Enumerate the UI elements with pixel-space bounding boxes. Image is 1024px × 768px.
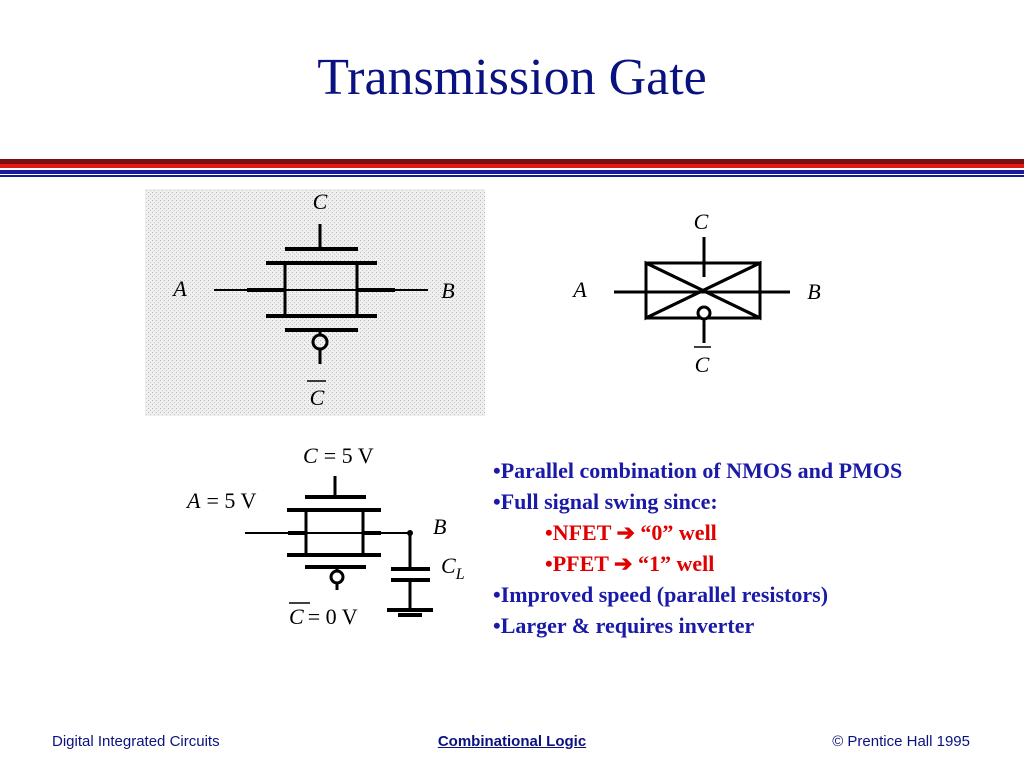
- header-rule-red: [0, 164, 1024, 168]
- layout-label-c-top: C: [313, 189, 328, 214]
- header-rule-blue: [0, 170, 1024, 174]
- bullet-item: •Larger & requires inverter: [493, 613, 755, 638]
- layout-circuit-lines: [214, 224, 428, 382]
- circuit-label-b: B: [433, 514, 446, 539]
- symbol-lines: [614, 237, 790, 348]
- symbol-label-b: B: [807, 279, 820, 304]
- symbol-label-c-top: C: [694, 209, 709, 234]
- layout-label-a: A: [171, 276, 187, 301]
- transmission-gate-symbol: C A B C: [571, 209, 820, 377]
- circuit-label-c-5v: C= 5 V: [303, 443, 374, 468]
- load-capacitor-circuit: C= 5 V A= 5 V B CL C= 0 V: [185, 443, 465, 629]
- layout-label-c-bar: C: [310, 385, 325, 410]
- slide-title: Transmission Gate: [317, 49, 707, 106]
- circuit-label-a-5v: A= 5 V: [185, 488, 256, 513]
- symbol-label-a: A: [571, 277, 587, 302]
- bullet-sub-item: •PFET ➔ “1” well: [545, 551, 715, 576]
- footer-chapter-link[interactable]: Combinational Logic: [437, 733, 587, 750]
- header-rule-gap: [0, 168, 1024, 170]
- bullet-item: •Improved speed (parallel resistors): [493, 582, 829, 607]
- layout-label-b: B: [441, 278, 454, 303]
- footer-course-title: Digital Integrated Circuits: [52, 733, 220, 750]
- circuit-label-cbar-0v: C= 0 V: [289, 604, 358, 629]
- bullet-item: •Full signal swing since:: [493, 489, 718, 514]
- circuit-lines: [245, 476, 433, 617]
- bullet-item: •Parallel combination of NMOS and PMOS: [493, 458, 903, 483]
- header-rule-dark-red: [0, 159, 1024, 164]
- bullet-list: •Parallel combination of NMOS and PMOS •…: [493, 455, 902, 641]
- output-node-dot: [407, 530, 413, 536]
- transistor-layout-diagram: C A B C: [145, 189, 485, 416]
- header-rule-blue-thin: [0, 175, 1024, 177]
- symbol-label-c-bar: C: [695, 352, 710, 377]
- stipple-background: [145, 189, 485, 416]
- bullet-sub-item: •NFET ➔ “0” well: [545, 520, 717, 545]
- circuit-label-cl: CL: [441, 553, 465, 583]
- footer-copyright: © Prentice Hall 1995: [832, 733, 970, 750]
